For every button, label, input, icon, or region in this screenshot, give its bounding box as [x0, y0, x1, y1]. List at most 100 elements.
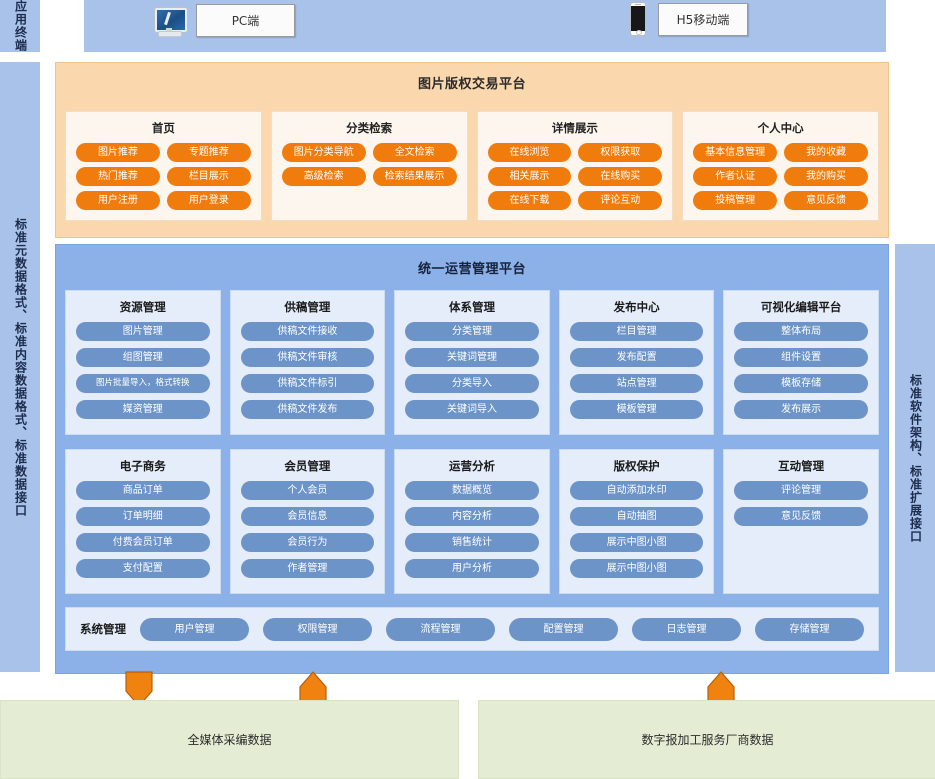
feature-pill[interactable]: 用户注册	[76, 191, 160, 210]
feature-pill[interactable]: 图片批量导入，格式转换	[76, 374, 210, 393]
feature-pill[interactable]: 我的购买	[784, 167, 868, 186]
application-terminal-strip: PC端 H5移动端	[84, 0, 886, 52]
feature-pill[interactable]: 意见反馈	[784, 191, 868, 210]
module-card-title: 体系管理	[448, 300, 495, 314]
blue-platform-title: 统一运营管理平台	[417, 262, 526, 277]
terminal-pc-label: PC端	[196, 4, 295, 37]
system-management-label: 系统管理	[80, 622, 126, 636]
feature-pill[interactable]: 基本信息管理	[693, 143, 778, 162]
feature-pill[interactable]: 相关展示	[487, 167, 572, 186]
data-source-label: 数字报加工服务厂商数据	[641, 733, 774, 747]
module-feature-list: 图片推荐 专题推荐 热门推荐 栏目展示 用户注册 用户登录	[76, 143, 251, 210]
feature-pill[interactable]: 在线浏览	[487, 143, 572, 162]
feature-pill[interactable]: 我的收藏	[784, 143, 868, 162]
feature-pill[interactable]: 作者认证	[693, 167, 778, 186]
feature-pill[interactable]: 数据概览	[405, 481, 539, 500]
module-card-title: 个人中心	[757, 121, 804, 135]
module-card-detail-display: 详情展示 在线浏览 权限获取 相关展示 在线购买 在线下载 评论互动	[476, 111, 674, 221]
feature-pill[interactable]: 热门推荐	[76, 167, 160, 186]
feature-pill[interactable]: 自动添加水印	[569, 481, 704, 500]
feature-pill[interactable]: 供稿文件发布	[240, 400, 375, 419]
feature-pill[interactable]: 媒资管理	[76, 400, 210, 419]
data-source-label: 全媒体采编数据	[187, 733, 272, 747]
feature-pill[interactable]: 高级检索	[281, 167, 366, 186]
feature-pill[interactable]: 投稿管理	[693, 191, 778, 210]
feature-pill[interactable]: 发布展示	[734, 400, 868, 419]
terminal-h5-mobile[interactable]: H5移动端	[630, 2, 748, 36]
feature-pill[interactable]: 商品订单	[76, 481, 210, 500]
side-label-application-terminal-text: 应用终端	[13, 0, 28, 52]
system-pill[interactable]: 权限管理	[263, 617, 372, 641]
feature-pill[interactable]: 供稿文件接收	[240, 322, 375, 341]
feature-pill[interactable]: 发布配置	[569, 348, 704, 367]
feature-pill[interactable]: 在线下载	[487, 191, 572, 210]
feature-pill[interactable]: 组图管理	[76, 348, 210, 367]
feature-pill[interactable]: 展示中图小图	[569, 559, 704, 578]
module-card-title: 互动管理	[778, 459, 825, 473]
feature-pill[interactable]: 会员行为	[240, 533, 375, 552]
terminal-pc[interactable]: PC端	[154, 4, 295, 37]
system-management-bar: 系统管理 用户管理 权限管理 流程管理 配置管理 日志管理 存储管理	[65, 607, 879, 651]
system-pill[interactable]: 日志管理	[632, 617, 741, 641]
feature-pill[interactable]: 个人会员	[240, 481, 375, 500]
feature-pill[interactable]: 分类管理	[405, 322, 539, 341]
module-card-title: 运营分析	[448, 459, 495, 473]
feature-pill[interactable]: 专题推荐	[166, 143, 251, 162]
blue-platform-row-2: 电子商务 商品订单 订单明细 付费会员订单 支付配置 会员管理 个人会员 会员信…	[65, 449, 879, 594]
feature-pill[interactable]: 分类导入	[405, 374, 539, 393]
blue-platform-row-1: 资源管理 图片管理 组图管理 图片批量导入，格式转换 媒资管理 供稿管理 供稿文…	[65, 290, 879, 435]
feature-pill[interactable]: 付费会员订单	[76, 533, 210, 552]
module-card-contribution-management: 供稿管理 供稿文件接收 供稿文件审核 供稿文件标引 供稿文件发布	[229, 290, 386, 435]
feature-pill[interactable]: 展示中图小图	[569, 533, 704, 552]
module-card-title: 详情展示	[551, 121, 598, 135]
feature-pill[interactable]: 订单明细	[76, 507, 210, 526]
feature-pill[interactable]: 关键词导入	[405, 400, 539, 419]
feature-pill[interactable]: 评论管理	[734, 481, 868, 500]
feature-pill[interactable]: 栏目展示	[166, 167, 251, 186]
feature-pill[interactable]: 供稿文件审核	[240, 348, 375, 367]
side-rail-right: 标准软件架构、标准扩展接口	[895, 244, 935, 672]
feature-pill[interactable]: 检索结果展示	[372, 167, 457, 186]
module-card-member-management: 会员管理 个人会员 会员信息 会员行为 作者管理	[229, 449, 386, 594]
feature-pill[interactable]: 整体布局	[734, 322, 868, 341]
feature-pill[interactable]: 会员信息	[240, 507, 375, 526]
module-card-title: 会员管理	[284, 459, 331, 473]
feature-pill[interactable]: 站点管理	[569, 374, 704, 393]
feature-pill[interactable]: 内容分析	[405, 507, 539, 526]
system-management-items: 用户管理 权限管理 流程管理 配置管理 日志管理 存储管理	[140, 617, 864, 641]
module-card-publishing-center: 发布中心 栏目管理 发布配置 站点管理 模板管理	[558, 290, 715, 435]
feature-pill[interactable]: 图片推荐	[76, 143, 160, 162]
feature-pill[interactable]: 图片分类导航	[281, 143, 366, 162]
system-pill[interactable]: 配置管理	[509, 617, 618, 641]
desktop-monitor-icon	[154, 6, 187, 37]
feature-pill[interactable]: 支付配置	[76, 559, 210, 578]
side-rail-right-text: 标准软件架构、标准扩展接口	[908, 373, 923, 543]
module-card-homepage: 首页 图片推荐 专题推荐 热门推荐 栏目展示 用户注册 用户登录	[65, 111, 262, 221]
feature-pill[interactable]: 图片管理	[76, 322, 210, 341]
system-pill[interactable]: 用户管理	[140, 617, 249, 641]
system-pill[interactable]: 流程管理	[386, 617, 495, 641]
feature-pill[interactable]: 栏目管理	[569, 322, 704, 341]
module-card-visual-editing-platform: 可视化编辑平台 整体布局 组件设置 模板存储 发布展示	[723, 290, 879, 435]
module-card-title: 可视化编辑平台	[760, 300, 842, 314]
feature-pill[interactable]: 销售统计	[405, 533, 539, 552]
feature-pill[interactable]: 用户登录	[166, 191, 251, 210]
feature-pill[interactable]: 模板存储	[734, 374, 868, 393]
module-feature-list: 在线浏览 权限获取 相关展示 在线购买 在线下载 评论互动	[487, 143, 663, 210]
module-card-ecommerce: 电子商务 商品订单 订单明细 付费会员订单 支付配置	[65, 449, 221, 594]
feature-pill[interactable]: 全文检索	[372, 143, 457, 162]
feature-pill[interactable]: 组件设置	[734, 348, 868, 367]
feature-pill[interactable]: 关键词管理	[405, 348, 539, 367]
side-rail-left-text: 标准元数据格式、标准内容数据格式、标准数据接口	[13, 217, 28, 517]
feature-pill[interactable]: 意见反馈	[734, 507, 868, 526]
system-pill[interactable]: 存储管理	[755, 617, 864, 641]
module-card-title: 分类检索	[346, 121, 393, 135]
feature-pill[interactable]: 在线购买	[578, 167, 663, 186]
feature-pill[interactable]: 作者管理	[240, 559, 375, 578]
feature-pill[interactable]: 供稿文件标引	[240, 374, 375, 393]
feature-pill[interactable]: 用户分析	[405, 559, 539, 578]
feature-pill[interactable]: 模板管理	[569, 400, 704, 419]
feature-pill[interactable]: 权限获取	[578, 143, 663, 162]
feature-pill[interactable]: 评论互动	[578, 191, 663, 210]
feature-pill[interactable]: 自动抽图	[569, 507, 704, 526]
